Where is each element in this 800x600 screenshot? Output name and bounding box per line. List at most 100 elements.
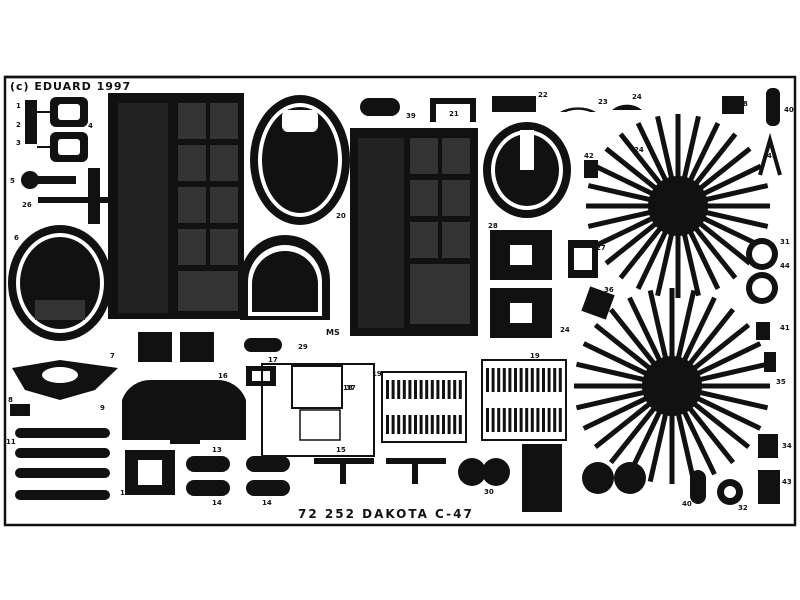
label-41b: 41: [767, 152, 777, 160]
grill-slat: [447, 380, 451, 399]
engine-star-upper: [586, 114, 770, 298]
grill-slat: [536, 368, 540, 392]
label-24c: 24: [560, 326, 570, 334]
fret-border: [3, 75, 797, 527]
grill-slat: [519, 368, 523, 392]
grill-slat: [386, 380, 389, 399]
grill-slat: [502, 368, 506, 392]
grill-slat: [430, 380, 434, 399]
engine-rib: [627, 296, 663, 364]
grill-slat: [486, 368, 489, 392]
grill-slat: [419, 380, 423, 399]
label-3: 3: [16, 139, 21, 147]
label-29: 29: [298, 343, 308, 351]
grill-slat: [542, 368, 545, 392]
label-4: 4: [88, 122, 93, 130]
engine-rib: [675, 410, 697, 483]
grill-slat: [458, 415, 462, 434]
grill-slat: [391, 415, 395, 434]
engine-rib: [696, 220, 752, 266]
engine-rib: [587, 209, 654, 229]
part-right-window: [483, 122, 571, 218]
part-lower-window: [240, 235, 330, 320]
engine-rib: [694, 341, 762, 377]
engine-rib: [594, 215, 656, 249]
label-15: 15: [336, 446, 346, 454]
engine-rib: [687, 228, 721, 290]
label-1: 1: [16, 102, 21, 110]
grill-slat: [525, 408, 529, 432]
grill-slat: [436, 415, 440, 434]
label-16: 16: [218, 372, 228, 380]
engine-rib: [604, 146, 660, 192]
engine-rib: [681, 408, 717, 476]
grill-slat: [425, 415, 429, 434]
grill-slat: [436, 380, 440, 399]
engine-rib: [587, 183, 654, 203]
label-13: 13: [212, 446, 222, 454]
copyright-text: (c) EDUARD 1997: [10, 80, 131, 93]
grill-slat: [414, 380, 417, 399]
grill-slat: [502, 408, 506, 432]
label-27: 27: [596, 244, 606, 252]
parts-13-14: [186, 456, 290, 496]
label-43: 43: [782, 478, 792, 486]
label-9: 9: [100, 404, 105, 412]
parts-center-small: [138, 332, 282, 386]
engine-rib: [608, 404, 658, 465]
grill-slat: [519, 408, 523, 432]
grill-slat: [486, 408, 489, 432]
engine-rib: [696, 146, 752, 192]
parts-far-right: [690, 88, 782, 505]
parts-37-36-42: [568, 160, 615, 320]
parts-5-26: [21, 168, 108, 224]
part-instrument-dash: [122, 379, 246, 444]
part-19-grills: [381, 359, 567, 443]
engine-rib: [647, 289, 669, 362]
engine-rib: [675, 289, 697, 362]
grill-frame: [481, 359, 567, 441]
grill-slat: [419, 415, 423, 434]
label-37: 37: [346, 384, 356, 392]
grill-slat: [447, 415, 451, 434]
label-8: 8: [8, 396, 13, 404]
part-12: [125, 450, 175, 495]
grill-slat: [408, 415, 412, 434]
grill-slat: [530, 408, 534, 432]
label-2: 2: [16, 121, 21, 129]
grill-slat: [514, 368, 517, 392]
engine-rib: [694, 395, 762, 431]
grill-slat: [397, 415, 401, 434]
engine-rib: [681, 230, 701, 297]
label-19: 19: [372, 370, 382, 378]
grill-slat: [525, 368, 529, 392]
label-22: 22: [538, 91, 548, 99]
label-35: 35: [776, 378, 786, 386]
part-9-frame: [261, 363, 375, 457]
part-20-window: [250, 95, 350, 225]
engine-rib: [608, 307, 658, 368]
engine-rib: [700, 163, 762, 197]
engine-rib: [582, 341, 650, 377]
label-6: 6: [14, 234, 19, 242]
grill-slat: [497, 368, 501, 392]
label-14: 14: [212, 499, 222, 507]
grill-slat: [491, 408, 495, 432]
label-20: 20: [336, 212, 346, 220]
label-24: 24: [632, 93, 642, 101]
label-17: 17: [268, 356, 278, 364]
engine-rib: [604, 220, 660, 266]
label-12: 12: [120, 489, 130, 497]
engine-rib: [686, 404, 736, 465]
label-23: 23: [598, 98, 608, 106]
label-2b: 7: [110, 352, 115, 360]
part-2-panel: [10, 360, 118, 416]
part-28-blocks: [490, 230, 552, 338]
engine-rib: [593, 400, 654, 450]
engine-rib: [702, 209, 769, 229]
grill-slat: [425, 380, 429, 399]
engine-rib: [635, 122, 669, 184]
grill-slat: [442, 380, 445, 399]
engine-rib: [686, 307, 736, 368]
